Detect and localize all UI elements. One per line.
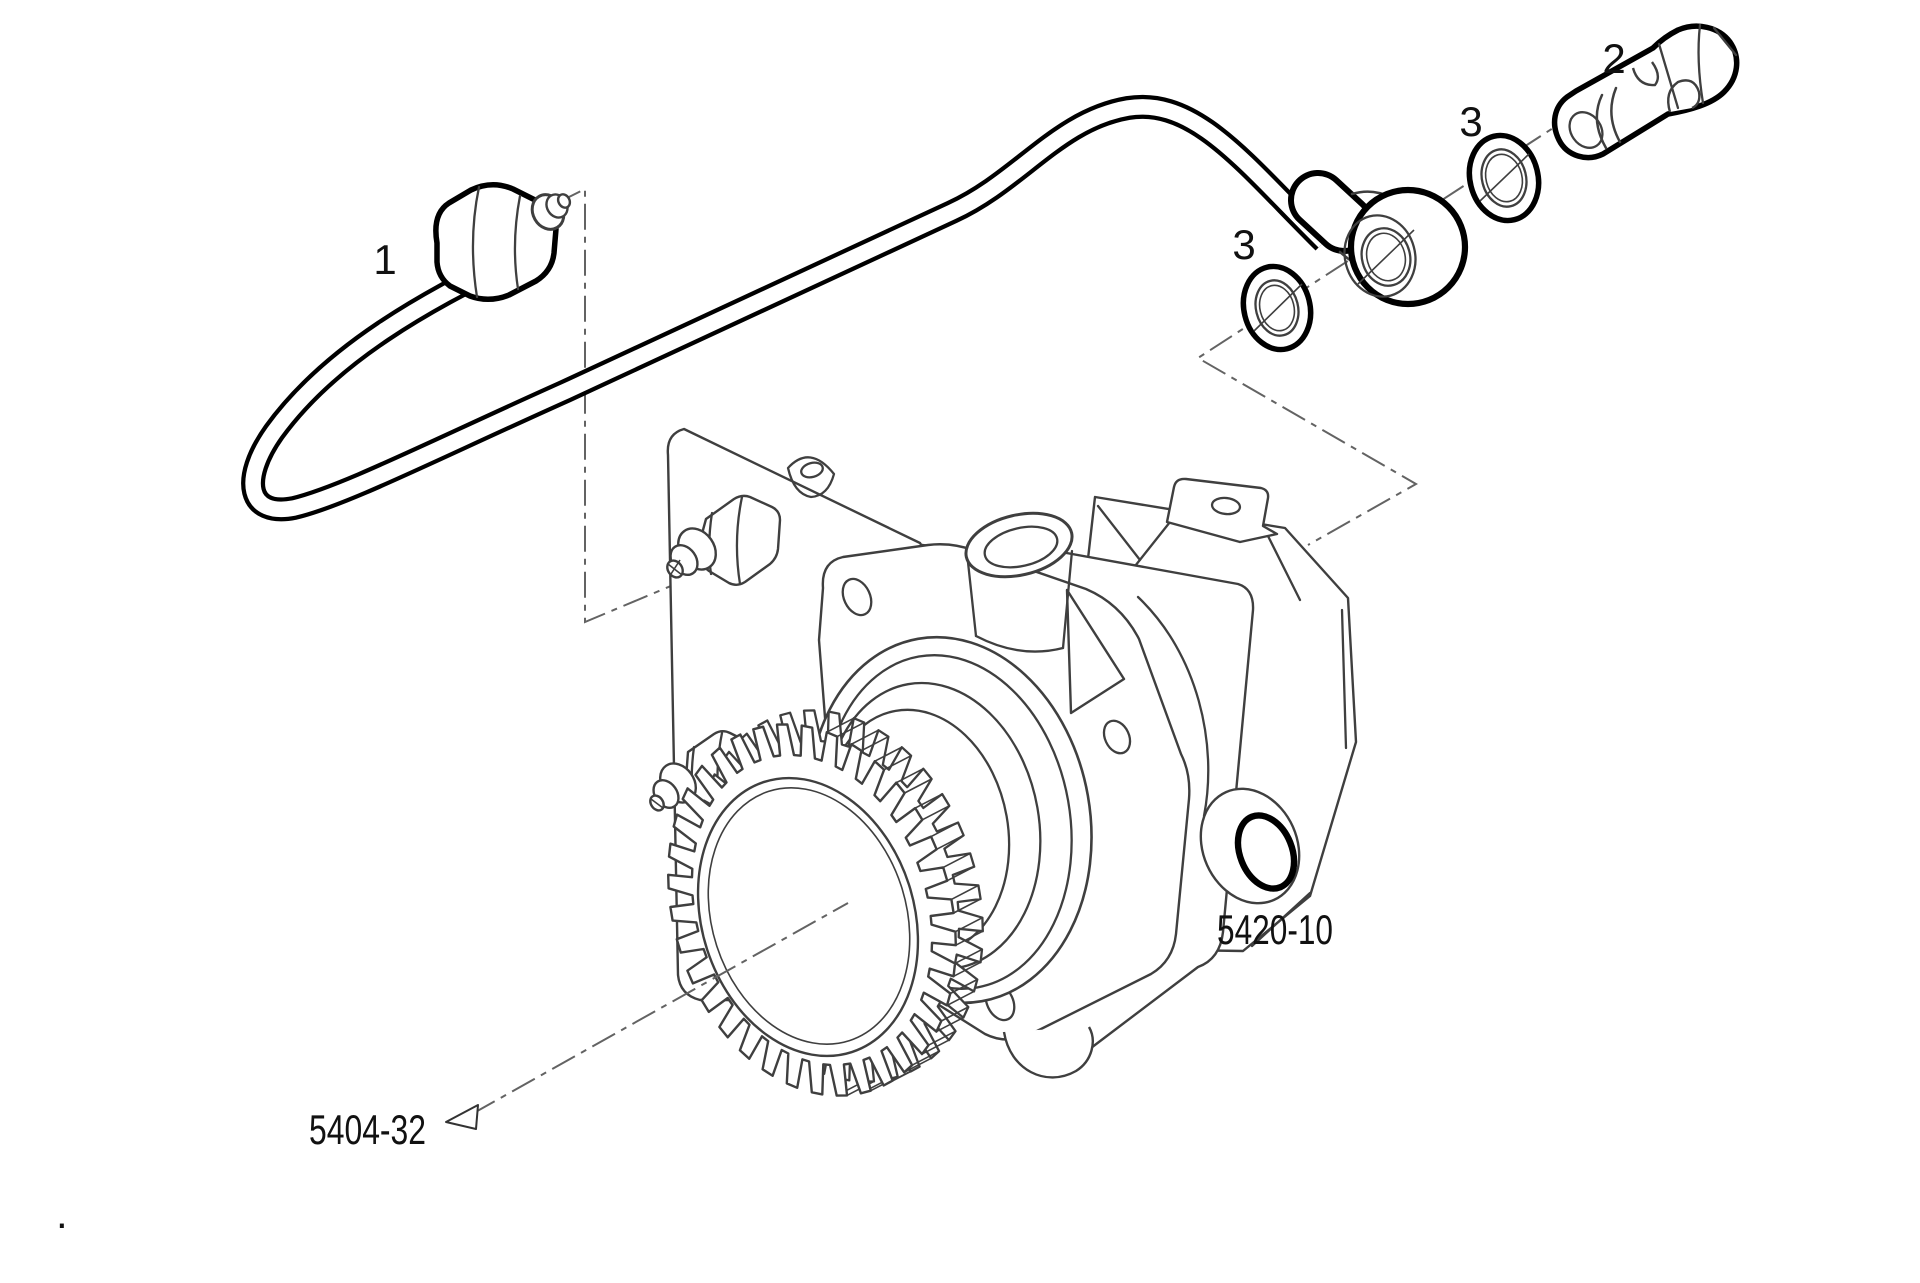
oil-pipe-tube-fill (245, 99, 1330, 518)
plate-union-upper (666, 494, 782, 586)
top-port-bore (983, 525, 1059, 569)
banjo-sleeve-fill (1294, 176, 1368, 248)
washer-rear-centermark (1479, 153, 1530, 202)
gear-reference-leader (445, 902, 849, 1130)
pipe-union-nut (433, 182, 572, 302)
pump-rear-tab (1165, 477, 1279, 544)
washer-rear-inner (1480, 148, 1528, 208)
hollow-screw-threads (1595, 86, 1622, 150)
gear-bore-outer (696, 776, 920, 1058)
plate-union-upper-tip-cross (667, 559, 683, 576)
sealing-washer-front (1240, 263, 1314, 353)
top-port-base (974, 634, 1065, 653)
gear-leader-arrowhead (445, 1104, 479, 1130)
plate-union-lower-tip-cross (650, 798, 664, 809)
gear-leader-line (471, 902, 849, 1115)
hollow-screw-scoop-top (1631, 61, 1660, 87)
banjo-eye-hole-outer (1360, 227, 1412, 287)
hollow-screw (1551, 23, 1740, 161)
pump-outlet-port (1199, 787, 1301, 905)
union-nut-facets (471, 185, 522, 299)
pump-rear-block-facets (1096, 504, 1348, 948)
pump-top-port (964, 511, 1126, 715)
top-port-fin (1065, 588, 1126, 715)
washer-rear-inner2 (1484, 153, 1524, 203)
scan-artifact-dot: . (56, 1190, 68, 1237)
callout-3-washer-rear[interactable]: 3 (1459, 98, 1482, 145)
outlet-port-hole (1234, 812, 1298, 892)
hollow-screw-outline (1551, 23, 1740, 161)
union-nut-body (433, 182, 559, 302)
pump-mid-body-step2 (1136, 595, 1210, 818)
washer-front-inner (1254, 279, 1300, 337)
washer-front-inner2 (1258, 284, 1296, 332)
banjo-eye-face (1343, 214, 1417, 298)
hollow-screw-head-facets (1657, 23, 1738, 110)
union-nut-tip (556, 193, 572, 209)
callout-3-washer-front[interactable]: 3 (1232, 221, 1255, 268)
flange-hole-right (1102, 719, 1132, 755)
callout-2-hollow-screw[interactable]: 2 (1602, 35, 1625, 82)
top-port-sides (965, 549, 1074, 650)
flange-hole-top (841, 577, 873, 617)
reference-drive-gear[interactable]: 5404-32 (309, 1106, 426, 1153)
flange-bottom-lobe (1002, 1026, 1094, 1079)
sealing-washer-rear (1466, 132, 1542, 224)
banjo-fitting (1288, 170, 1469, 308)
labels: 1 2 3 3 5420-10 5404-32 . (56, 35, 1626, 1237)
oil-pipe (241, 94, 1333, 522)
pipe-union-trace-line (556, 187, 691, 624)
gear-bore-inner (707, 787, 911, 1045)
drive-gear (667, 709, 984, 1097)
plate-slot-hole (800, 461, 824, 479)
callout-1-oil-pipe[interactable]: 1 (373, 236, 396, 283)
banjo-eye-centermark (1357, 229, 1415, 285)
reference-steering-pump[interactable]: 5420-10 (1217, 906, 1333, 953)
banjo-eye-hole-inner (1365, 232, 1407, 282)
pump-rear-tab-hole (1210, 496, 1242, 516)
hollow-screw-scoop-bottom (1667, 79, 1701, 113)
washer-front-centermark (1253, 283, 1303, 332)
plate-slot-arc (786, 456, 836, 499)
